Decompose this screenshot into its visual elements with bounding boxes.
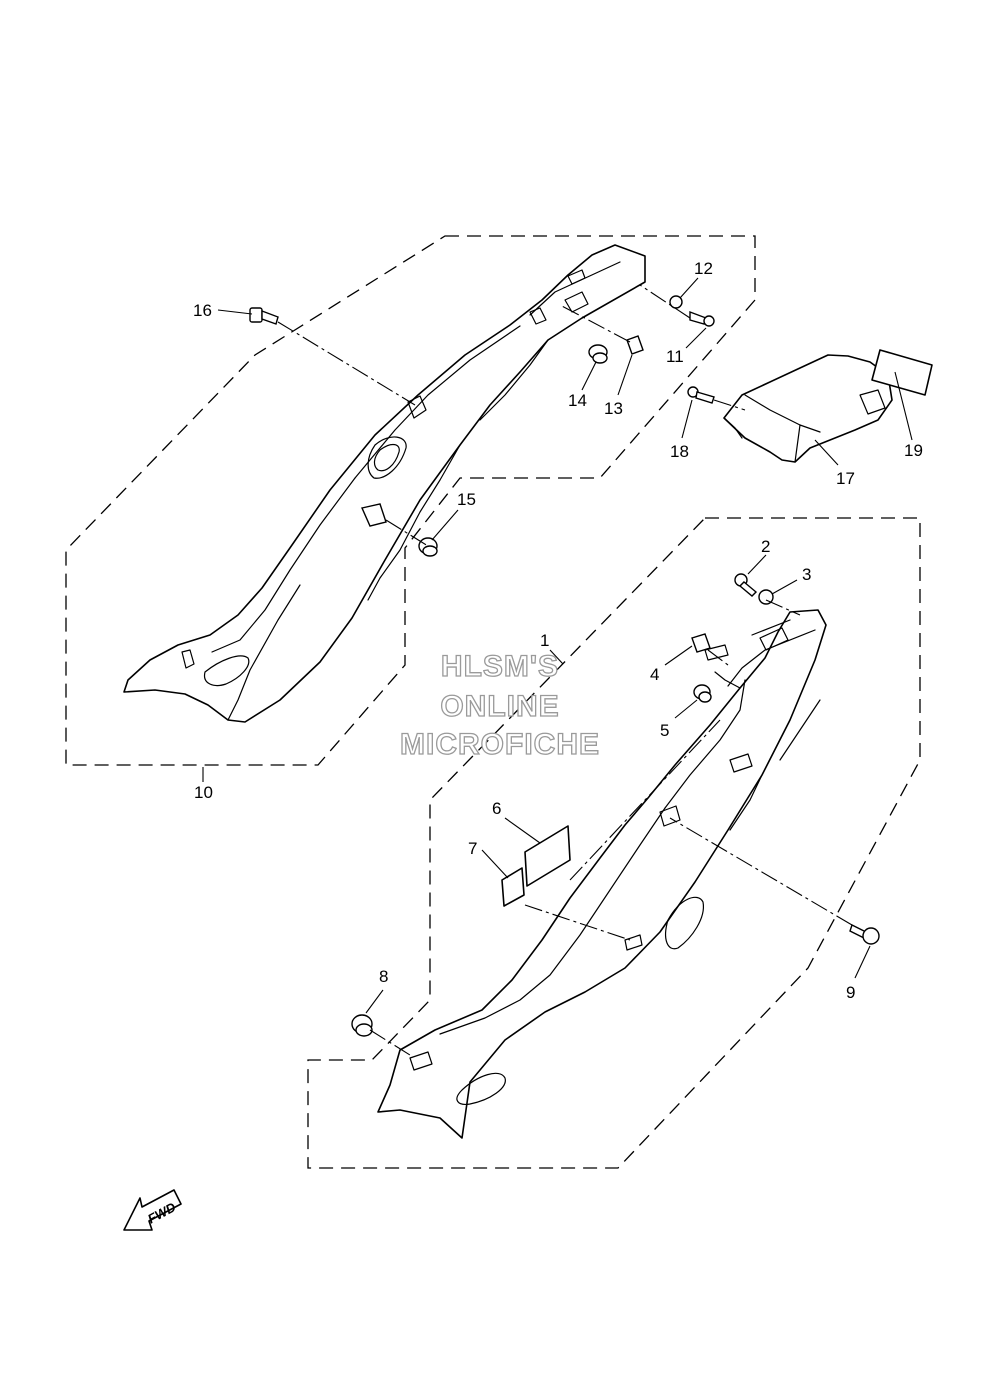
callout-8: 8 — [379, 967, 388, 986]
centerline-13-14 — [559, 304, 631, 343]
group-boundary-10 — [65, 235, 756, 766]
callout-5: 5 — [660, 721, 669, 740]
centerline-18 — [713, 399, 746, 411]
leader-12 — [679, 277, 699, 299]
sticker-part-7 — [501, 867, 525, 907]
centerline-11 — [639, 284, 691, 319]
clip-part-13 — [626, 335, 644, 355]
callout-14: 14 — [568, 391, 587, 410]
callout-13: 13 — [604, 399, 623, 418]
leader-18 — [681, 399, 693, 439]
grommet-part-8 — [351, 1014, 373, 1037]
leader-2 — [747, 554, 767, 575]
leader-13 — [617, 354, 633, 396]
group-boundary-1 — [307, 517, 921, 1169]
callout-16: 16 — [193, 301, 212, 320]
small-cover-part-17 — [723, 354, 893, 463]
grommet-part-14 — [588, 344, 608, 364]
bolt-part-16 — [249, 307, 279, 325]
callout-15: 15 — [457, 490, 476, 509]
bolt-part-2 — [734, 573, 758, 597]
centerline-1 — [569, 719, 721, 881]
sticker-part-6 — [524, 825, 571, 887]
callout-1: 1 — [540, 631, 549, 650]
leader-4 — [664, 645, 693, 666]
callout-17: 17 — [836, 469, 855, 488]
watermark-line-3: MICROFICHE — [400, 728, 600, 761]
callout-19: 19 — [904, 441, 923, 460]
centerline-4-5 — [707, 649, 729, 666]
callout-12: 12 — [694, 259, 713, 278]
callout-7: 7 — [468, 839, 477, 858]
washer-part-12 — [669, 295, 683, 309]
leader-6 — [504, 817, 541, 844]
leader-1 — [549, 649, 564, 665]
callout-2: 2 — [761, 537, 770, 556]
callout-9: 9 — [846, 983, 855, 1002]
callout-10: 10 — [194, 783, 213, 802]
watermark: HLSM'S ONLINE MICROFICHE — [399, 649, 600, 761]
callout-6: 6 — [492, 799, 501, 818]
leader-17 — [814, 439, 839, 466]
watermark-line-1: HLSM'S — [441, 650, 559, 683]
leader-8 — [365, 989, 384, 1014]
grommet-part-15 — [418, 537, 438, 557]
centerline-15 — [385, 519, 429, 547]
leader-9 — [854, 945, 871, 979]
centerline-2-3 — [765, 599, 801, 616]
leader-15 — [431, 509, 459, 541]
bolt-part-9 — [849, 924, 880, 945]
leader-7 — [481, 849, 509, 879]
leader-14 — [581, 361, 597, 391]
forward-arrow-icon: FWD — [123, 1189, 182, 1231]
centerline-16 — [277, 321, 416, 406]
screw-part-11 — [689, 310, 715, 327]
screw-part-18 — [687, 386, 715, 404]
watermark-line-2: ONLINE — [440, 690, 559, 723]
callout-4: 4 — [650, 665, 659, 684]
leader-5 — [674, 699, 698, 719]
clip-part-4 — [691, 633, 711, 653]
callout-11: 11 — [666, 347, 684, 366]
centerline-6-7 — [524, 904, 631, 941]
callout-3: 3 — [802, 565, 811, 584]
leader-16 — [217, 309, 253, 315]
leader-3 — [771, 579, 798, 595]
callout-18: 18 — [670, 442, 689, 461]
leader-19 — [894, 371, 913, 441]
side-cover-part-10 — [123, 244, 646, 723]
grommet-part-5 — [693, 684, 712, 703]
label-part-19 — [871, 349, 933, 396]
washer-part-3 — [758, 589, 774, 605]
centerline-8 — [369, 1029, 411, 1056]
side-cover-part-1 — [377, 609, 827, 1139]
leader-11 — [685, 327, 707, 349]
centerline-9 — [669, 817, 853, 926]
clip-part-15 — [361, 503, 387, 527]
